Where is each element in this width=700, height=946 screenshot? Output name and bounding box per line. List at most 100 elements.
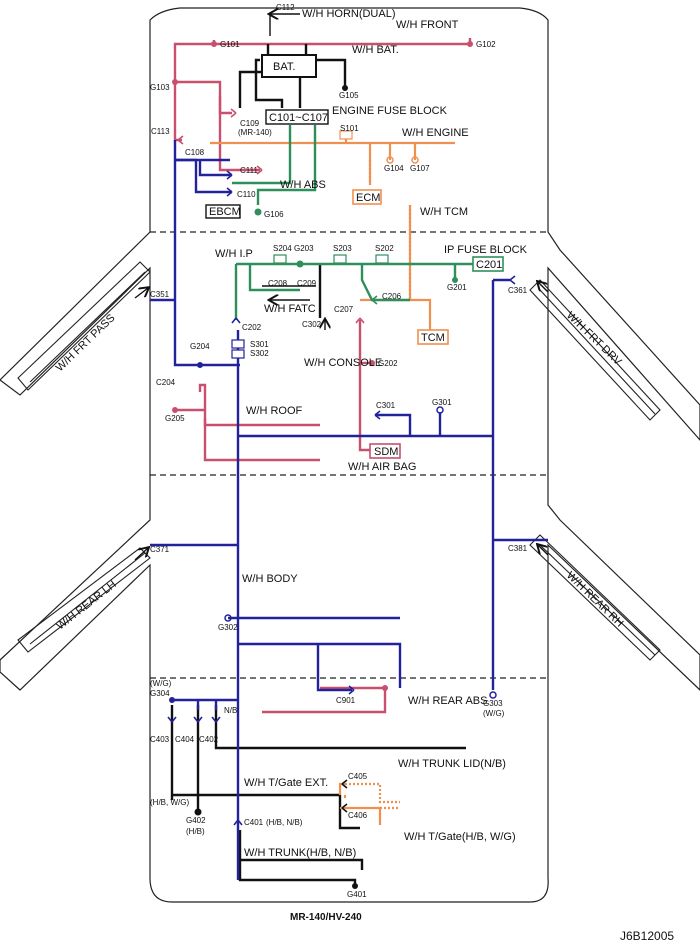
connector-label: G201 — [447, 283, 467, 292]
connector-marks — [167, 108, 516, 826]
tcm-box — [417, 329, 449, 345]
connector-label: G101 — [220, 40, 240, 49]
component-labels: BAT. C101~C107 ENGINE FUSE BLOCK EBCM EC… — [209, 61, 528, 458]
ground-g304 — [169, 697, 175, 703]
wh-trunk-label: W/H TRUNK(H/B, N/B) — [244, 847, 356, 859]
ground-g107 — [411, 156, 419, 164]
ebcm-box — [205, 204, 241, 219]
connector-label: (W/G) — [150, 679, 172, 688]
black-wires — [170, 44, 466, 884]
connector-label: G401 — [347, 890, 367, 899]
connector-label: C402 — [199, 735, 219, 744]
connector-label: S302 — [250, 349, 269, 358]
wh-console-label: W/H CONSOLE — [304, 357, 382, 369]
connector-label: G104 — [384, 164, 404, 173]
connector-label: G205 — [165, 414, 185, 423]
connector-label: G203 — [294, 244, 314, 253]
connector-label: G304 — [150, 689, 170, 698]
wh-ip-label: W/H I.P — [215, 248, 253, 260]
battery-label: BAT. — [273, 61, 295, 73]
ground-g201 — [452, 277, 458, 283]
ground-g301 — [436, 406, 444, 414]
connector-label: C208 — [268, 279, 288, 288]
connector-labels: C112 G101 G102 G103 G105 C109 (MR-140) C… — [150, 3, 528, 899]
c201-box — [472, 256, 504, 272]
connector-label: S203 — [333, 244, 352, 253]
connector-label: G103 — [150, 83, 170, 92]
connector-label: C401 — [244, 818, 264, 827]
footer: MR-140/HV-240 J6B12005 — [290, 912, 674, 943]
wh-horn-label: W/H HORN(DUAL) — [302, 8, 396, 20]
connector-label: C302 — [302, 320, 322, 329]
ground-g202 — [369, 360, 375, 366]
ground-g302 — [224, 614, 232, 622]
connector-label: C209 — [297, 279, 317, 288]
connector-label: C108 — [185, 148, 205, 157]
orange-wires — [210, 135, 455, 825]
car-body-outline — [0, 7, 700, 903]
connector-label: (MR-140) — [238, 128, 272, 137]
wh-engine-label: W/H ENGINE — [402, 127, 469, 139]
connector-label: C351 — [150, 290, 170, 299]
red-wires — [173, 38, 472, 714]
ebcm-label: EBCM — [209, 206, 241, 218]
connector-label: C405 — [348, 772, 368, 781]
connector-label: G105 — [339, 91, 359, 100]
connector-label: C404 — [175, 735, 195, 744]
connector-label: G106 — [264, 210, 284, 219]
ground-g402 — [194, 808, 202, 816]
c201-label: C201 — [476, 259, 502, 271]
connector-label: S202 — [375, 244, 394, 253]
connector-label: C202 — [242, 323, 262, 332]
ecm-label: ECM — [356, 192, 380, 204]
connector-label: (W/G) — [483, 709, 505, 718]
connector-label: C403 — [150, 735, 170, 744]
connector-label: (H/B, W/G) — [150, 798, 189, 807]
connector-label: C206 — [382, 292, 402, 301]
connector-label: G202 — [378, 359, 398, 368]
engine-fuse-block-label: ENGINE FUSE BLOCK — [332, 105, 448, 117]
splice-markers — [231, 130, 389, 359]
wh-airbag-label: W/H AIR BAG — [348, 461, 416, 473]
vehicle-outline — [0, 7, 700, 903]
sdm-label: SDM — [374, 446, 398, 458]
wh-body-label: W/H BODY — [242, 573, 298, 585]
wh-frt-pass-label: W/H FRT PASS — [54, 312, 118, 374]
wh-tcm-label: W/H TCM — [420, 206, 468, 218]
ground-g303 — [489, 691, 497, 699]
connector-label: C901 — [336, 696, 356, 705]
connector-label: C381 — [508, 544, 528, 553]
ground-g105 — [342, 85, 348, 91]
harness-arrows — [134, 14, 549, 561]
model-caption: MR-140/HV-240 — [290, 912, 362, 923]
blue-wires — [150, 140, 548, 880]
connector-label: C111 — [240, 166, 258, 175]
ground-g203 — [296, 260, 304, 268]
connector-label: C110 — [237, 190, 256, 199]
wh-bat-label: W/H BAT. — [352, 44, 399, 56]
wh-tgate-label: W/H T/Gate(H/B, W/G) — [404, 831, 516, 843]
connector-label: S101 — [340, 124, 359, 133]
components — [205, 54, 504, 459]
connector-label: C113 — [151, 127, 170, 136]
battery-box — [261, 54, 317, 78]
connector-label: S301 — [250, 340, 269, 349]
rear-lh-door — [17, 547, 151, 653]
orange-dashed-wires — [345, 160, 412, 810]
connector-label: G302 — [218, 623, 238, 632]
wh-fatc-label: W/H FATC — [264, 303, 316, 315]
connector-label: G204 — [190, 342, 210, 351]
ground-g101 — [211, 41, 217, 47]
wh-abs-label: W/H ABS — [280, 179, 326, 191]
connector-label: G303 — [483, 699, 503, 708]
ground-g102 — [467, 41, 473, 47]
wh-rear-rh-label: W/H REAR RH — [564, 570, 626, 630]
ecm-box — [352, 189, 382, 205]
connector-label: C301 — [376, 401, 396, 410]
connector-label: (H/B, N/B) — [266, 818, 303, 827]
ground-g204 — [197, 362, 203, 368]
ground-g103 — [172, 79, 178, 85]
green-wires — [232, 125, 500, 320]
rear-rh-door — [529, 534, 661, 661]
connector-label: C204 — [156, 378, 176, 387]
